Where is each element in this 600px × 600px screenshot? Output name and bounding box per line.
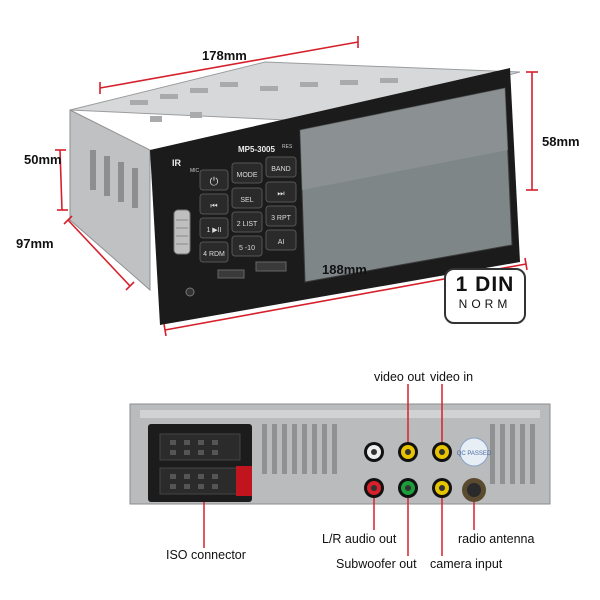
svg-text:AI: AI bbox=[278, 239, 285, 246]
din-badge-subtitle: NORM bbox=[458, 297, 512, 311]
label-lr-audio-out: L/R audio out bbox=[322, 532, 397, 546]
din-badge-title: 1 DIN bbox=[455, 273, 515, 296]
svg-text:⏻: ⏻ bbox=[210, 176, 219, 188]
label-radio-antenna: radio antenna bbox=[458, 532, 535, 546]
label-subwoofer-out: Subwoofer out bbox=[336, 557, 417, 571]
side-vents bbox=[90, 150, 138, 208]
svg-text:4 RDM: 4 RDM bbox=[203, 251, 225, 258]
sd-slot bbox=[217, 269, 245, 279]
din-badge: 1 DIN NORM bbox=[444, 268, 526, 324]
label-video-out: video out bbox=[374, 370, 425, 384]
rear-vents bbox=[262, 424, 535, 484]
chassis-vents bbox=[130, 78, 398, 122]
mic-label: MIC bbox=[190, 168, 200, 174]
front-height-dimension: 58mm bbox=[542, 134, 580, 149]
chassis-top bbox=[69, 61, 521, 123]
svg-text:⏮: ⏮ bbox=[210, 201, 217, 210]
device-rear-illustration: QC PASSED bbox=[129, 403, 551, 505]
label-iso-connector: ISO connector bbox=[166, 548, 246, 562]
preset-3-button[interactable] bbox=[265, 205, 297, 227]
svg-text:1 ▶II: 1 ▶II bbox=[206, 227, 221, 234]
rca-jacks bbox=[364, 442, 486, 502]
res-label: RES bbox=[282, 144, 293, 150]
usb-port bbox=[255, 261, 287, 272]
aux-jack bbox=[185, 287, 195, 297]
preset-2-button[interactable] bbox=[231, 211, 263, 233]
model-label: MP5-3005 bbox=[238, 145, 275, 154]
next-button[interactable] bbox=[265, 181, 297, 203]
preset-6-button[interactable] bbox=[265, 229, 297, 251]
front-width-dimension: 188mm bbox=[322, 262, 367, 277]
label-camera-input: camera input bbox=[430, 557, 503, 571]
preset-1-button[interactable] bbox=[199, 217, 229, 239]
height-dimension: 50mm bbox=[24, 152, 62, 167]
power-button[interactable] bbox=[199, 169, 229, 191]
svg-text:QC PASSED: QC PASSED bbox=[457, 451, 492, 457]
ir-label: IR bbox=[172, 158, 182, 168]
sel-button[interactable] bbox=[231, 187, 263, 209]
preset-4-button[interactable] bbox=[199, 241, 229, 263]
iso-connector bbox=[148, 424, 252, 502]
width-dimension: 178mm bbox=[202, 48, 247, 63]
device-front-illustration: ⏻ MODE BAND ⏮ SEL ⏭ 1 ▶II 2 LIST 3 RPT 4… bbox=[55, 36, 538, 337]
preset-5-button[interactable] bbox=[231, 235, 263, 257]
band-button[interactable] bbox=[265, 156, 297, 178]
connector-callouts bbox=[203, 384, 475, 556]
button-panel: ⏻ MODE BAND ⏮ SEL ⏭ 1 ▶II 2 LIST 3 RPT 4… bbox=[172, 144, 297, 297]
svg-text:⏭: ⏭ bbox=[277, 189, 284, 198]
band-label: BAND bbox=[271, 166, 290, 173]
prev-button[interactable] bbox=[199, 193, 229, 215]
svg-text:SEL: SEL bbox=[240, 197, 253, 204]
svg-text:5 -10: 5 -10 bbox=[239, 245, 255, 252]
depth-dimension: 97mm bbox=[16, 236, 54, 251]
mode-button[interactable] bbox=[231, 162, 263, 184]
volume-knob[interactable] bbox=[173, 209, 191, 255]
label-video-in: video in bbox=[430, 370, 474, 384]
mode-label: MODE bbox=[237, 172, 258, 179]
svg-text:2 LIST: 2 LIST bbox=[237, 221, 258, 228]
svg-text:3 RPT: 3 RPT bbox=[271, 215, 292, 222]
qc-sticker bbox=[459, 437, 489, 467]
